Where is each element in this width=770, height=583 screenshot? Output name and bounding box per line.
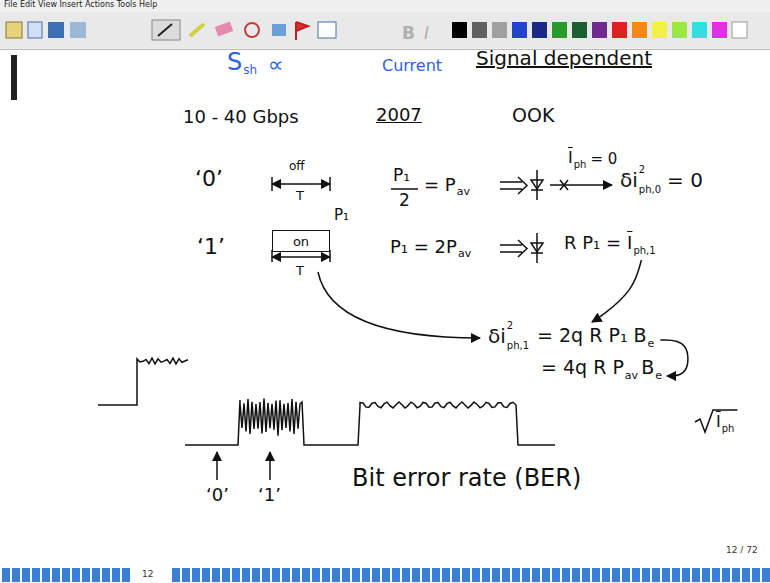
equation: = 0 [667,170,703,190]
note: 2007 [376,106,422,124]
equation: P₁ = 2P [390,238,457,256]
toolbar-icons [6,20,747,40]
bit-label: on [293,235,309,248]
subscript: ph,1 [507,341,529,351]
page-number: 12 [142,570,153,579]
annotation-arrows [592,260,737,432]
subscript: av [457,186,470,197]
equation: = 0 [590,152,617,167]
equation: = P [424,176,456,194]
subscript: ph,0 [639,185,661,195]
superscript: 2 [507,321,513,331]
toolbar-border [0,49,770,50]
subscript: ph,1 [633,246,655,256]
equation: = 4q R P [541,358,624,377]
bit-timing [272,177,527,262]
subscript: ph [722,424,735,434]
equation: 2 [399,192,410,209]
symbol: ∝ [268,54,284,76]
power-label: P₁ [334,208,349,223]
superscript: 2 [639,165,645,175]
bit-label: off [289,160,305,172]
equation: B [641,358,654,377]
toolbar-button: I [424,25,429,42]
bit-value: ‘0’ [206,486,229,504]
note: OOK [512,106,554,125]
toolbar-row [0,12,770,48]
bit-value: ‘1’ [258,486,281,504]
note: Signal dependent [476,48,652,68]
bit-box: on [272,230,330,252]
equation: δi [620,170,638,190]
toolbar [0,0,770,50]
pointer-arrows [217,452,270,480]
bit-value: ‘1’ [197,236,225,258]
side-marker [11,55,17,100]
subscript: e [648,338,655,349]
equation: δi [488,326,506,346]
equation: I [568,150,573,166]
waveform [98,358,555,445]
period-label: T [296,264,304,277]
equation: R P₁ = [564,234,621,252]
toolbar-button: B [402,25,415,42]
period-label: T [296,189,304,202]
note: Bit error rate (BER) [352,466,581,490]
page-number: 12 / 72 [726,546,758,555]
subscript: av [625,370,638,381]
equation: P₁ [393,167,410,184]
symbol: S [227,50,242,74]
subscript: sh [243,64,257,76]
bit-value: ‘0’ [195,168,223,190]
note: Current [382,58,442,74]
subscript: e [655,370,662,381]
equation: I [627,234,632,252]
page-bar [0,566,770,583]
subscript: av [458,248,471,259]
equation: I [716,414,721,430]
leader-arrow [318,272,480,338]
equation: = 2q R P₁ B [537,326,647,345]
menu-bar: File Edit View Insert Actions Tools Help [4,1,157,9]
note: 10 - 40 Gbps [183,108,299,126]
subscript: ph [574,160,587,170]
